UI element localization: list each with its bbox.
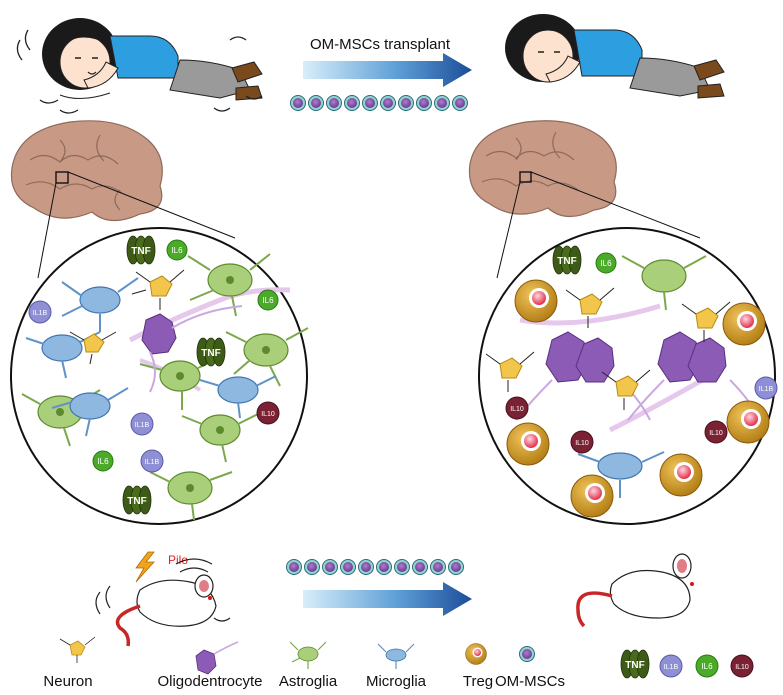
svg-text:IL1B: IL1B bbox=[759, 386, 774, 393]
svg-text:IL6: IL6 bbox=[600, 259, 612, 268]
left-tnf-3: TNF bbox=[122, 485, 152, 515]
svg-text:TNF: TNF bbox=[127, 496, 146, 507]
brain-right bbox=[468, 120, 701, 279]
legend-oligodendrocyte-label: Oligodentrocyte bbox=[157, 673, 262, 690]
right-il1b-1: IL1B bbox=[754, 376, 778, 400]
left-il1b-2: IL1B bbox=[130, 412, 154, 436]
legend-microglia-icon bbox=[377, 643, 415, 669]
legend-il6-icon: IL6 bbox=[695, 654, 719, 678]
svg-text:IL1B: IL1B bbox=[33, 310, 48, 317]
legend-om-mscs-icon bbox=[519, 646, 535, 662]
top-arrow-label: OM-MSCs transplant bbox=[310, 36, 451, 53]
left-il1b-3: IL1B bbox=[140, 449, 164, 473]
left-il6-2: IL6 bbox=[257, 289, 279, 311]
svg-text:IL10: IL10 bbox=[735, 664, 749, 671]
left-tnf-2: TNF bbox=[196, 337, 226, 367]
svg-text:TNF: TNF bbox=[557, 256, 576, 267]
svg-text:IL6: IL6 bbox=[701, 662, 713, 671]
calm-person-figure bbox=[505, 14, 725, 99]
svg-text:IL1B: IL1B bbox=[145, 459, 160, 466]
svg-text:IL1B: IL1B bbox=[135, 422, 150, 429]
right-il6-1: IL6 bbox=[595, 252, 617, 274]
left-il10-1: IL10 bbox=[256, 401, 280, 425]
svg-text:TNF: TNF bbox=[131, 246, 150, 257]
left-brain-tissue-circle: TNF TNF TNF IL6 IL6 IL6 IL1B IL1B IL1B I… bbox=[10, 227, 309, 525]
svg-text:IL1B: IL1B bbox=[664, 664, 679, 671]
top-treatment-arrow bbox=[303, 53, 472, 87]
right-il10-1: IL10 bbox=[505, 396, 529, 420]
left-il6-3: IL6 bbox=[92, 450, 114, 472]
left-il6-1: IL6 bbox=[166, 239, 188, 261]
left-tnf-1: TNF bbox=[126, 235, 156, 265]
legend-il10-icon: IL10 bbox=[730, 654, 754, 678]
brain-left bbox=[10, 120, 236, 279]
legend-astroglia-label: Astroglia bbox=[279, 673, 338, 690]
legend-astroglia-icon bbox=[289, 641, 327, 669]
svg-text:IL10: IL10 bbox=[510, 406, 524, 413]
legend-neuron-icon bbox=[59, 636, 96, 663]
right-il10-2: IL10 bbox=[570, 430, 594, 454]
legend-treg-icon bbox=[465, 643, 487, 665]
pilo-bolt-icon bbox=[135, 551, 155, 583]
svg-text:IL10: IL10 bbox=[709, 430, 723, 437]
svg-text:TNF: TNF bbox=[625, 660, 644, 671]
svg-text:IL6: IL6 bbox=[262, 296, 274, 305]
pilo-label: Pilo bbox=[168, 553, 188, 567]
legend-microglia-label: Microglia bbox=[366, 673, 427, 690]
legend-neuron-label: Neuron bbox=[43, 673, 92, 690]
svg-text:TNF: TNF bbox=[201, 348, 220, 359]
seizing-mouse-figure bbox=[95, 558, 231, 647]
seizing-person-figure bbox=[16, 18, 263, 114]
left-il1b-1: IL1B bbox=[28, 300, 52, 324]
right-tnf-1: TNF bbox=[552, 245, 582, 275]
legend-oligodendrocyte-icon bbox=[195, 641, 239, 675]
bottom-msc-row bbox=[286, 559, 464, 575]
legend-treg-label: Treg bbox=[463, 673, 493, 690]
calm-mouse-figure bbox=[576, 553, 694, 628]
right-il10-3: IL10 bbox=[704, 420, 728, 444]
legend-il1b-icon: IL1B bbox=[659, 654, 683, 678]
bottom-treatment-arrow bbox=[303, 582, 472, 616]
legend-om-mscs-label: OM-MSCs bbox=[495, 673, 565, 690]
top-msc-row bbox=[290, 95, 468, 111]
svg-text:IL6: IL6 bbox=[97, 457, 109, 466]
svg-text:IL6: IL6 bbox=[171, 246, 183, 255]
svg-text:IL10: IL10 bbox=[575, 440, 589, 447]
legend-tnf-icon: TNF bbox=[620, 649, 650, 679]
svg-text:IL10: IL10 bbox=[261, 411, 275, 418]
legend: Neuron Oligodentrocyte Astroglia Microgl… bbox=[43, 636, 754, 690]
right-brain-tissue-circle: TNF IL6 IL1B IL10 IL10 IL10 bbox=[478, 227, 778, 525]
